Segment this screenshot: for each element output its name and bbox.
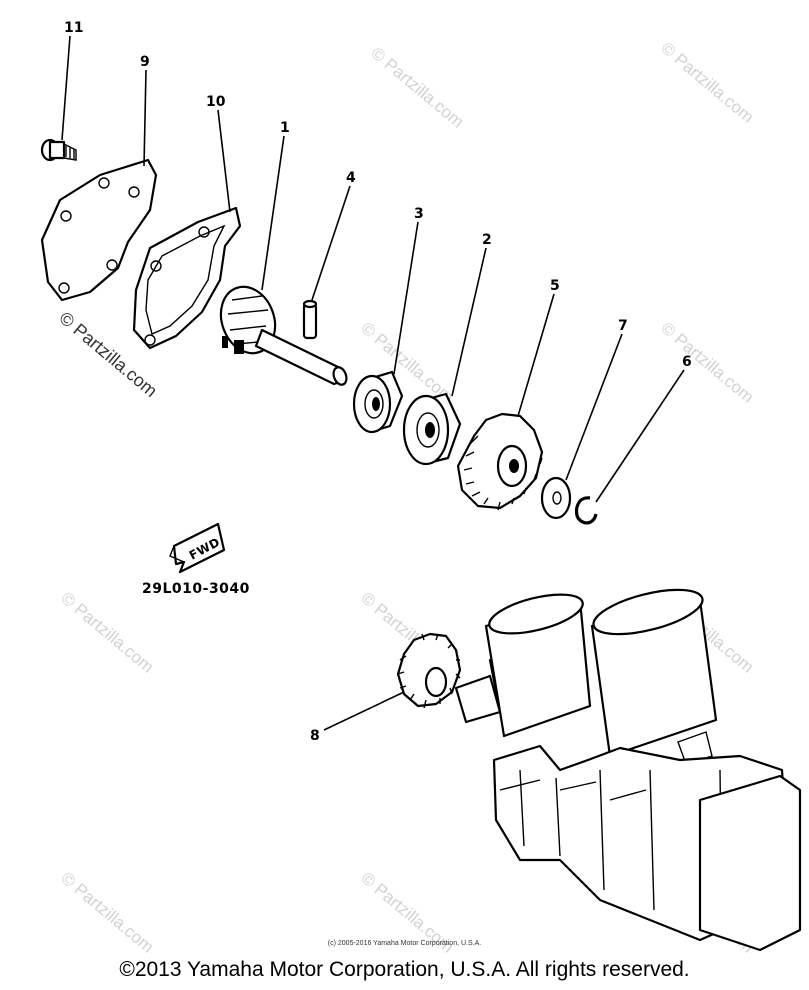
callout-6[interactable]: 6	[682, 354, 692, 370]
part-9-cover[interactable]	[40, 158, 158, 302]
callout-8[interactable]: 8	[310, 728, 320, 744]
part-3-bearing[interactable]	[352, 370, 404, 434]
part-5-gear[interactable]	[456, 412, 544, 511]
part-2-bearing[interactable]	[402, 392, 462, 466]
callout-10[interactable]: 10	[206, 94, 226, 110]
copyright-main: ©2013 Yamaha Motor Corporation, U.S.A. A…	[119, 958, 690, 981]
leader-lines	[61, 35, 685, 731]
callout-3[interactable]: 3	[414, 206, 424, 222]
callout-4[interactable]: 4	[346, 170, 356, 186]
callout-2[interactable]: 2	[482, 232, 492, 248]
diagram-code: 29L010-3040	[142, 581, 250, 597]
callout-11[interactable]: 11	[64, 20, 83, 36]
callout-9[interactable]: 9	[140, 54, 150, 70]
copyright-small: (c) 2005-2016 Yamaha Motor Corporation, …	[327, 940, 482, 947]
watermark: © Partzilla.com	[657, 319, 757, 407]
part-8-drive-gear[interactable]	[396, 632, 462, 709]
engine-crankcase	[454, 588, 802, 952]
part-7-washer[interactable]	[540, 476, 572, 520]
part-1-impeller-shaft[interactable]	[212, 279, 349, 386]
part-11-bolt[interactable]	[40, 138, 77, 162]
part-4-pin[interactable]	[302, 299, 318, 340]
callout-1[interactable]: 1	[280, 120, 290, 136]
watermark: © Partzilla.com	[367, 44, 467, 132]
callout-5[interactable]: 5	[550, 278, 560, 294]
callouts: 11 9 10 1 4 3 2 5 7 6 8	[64, 20, 692, 744]
fwd-arrow-icon: FWD	[169, 522, 226, 574]
callout-7[interactable]: 7	[618, 318, 628, 334]
watermark: © Partzilla.com	[657, 39, 757, 127]
watermark: © Partzilla.com	[57, 589, 157, 677]
part-6-circlip[interactable]	[574, 496, 598, 525]
